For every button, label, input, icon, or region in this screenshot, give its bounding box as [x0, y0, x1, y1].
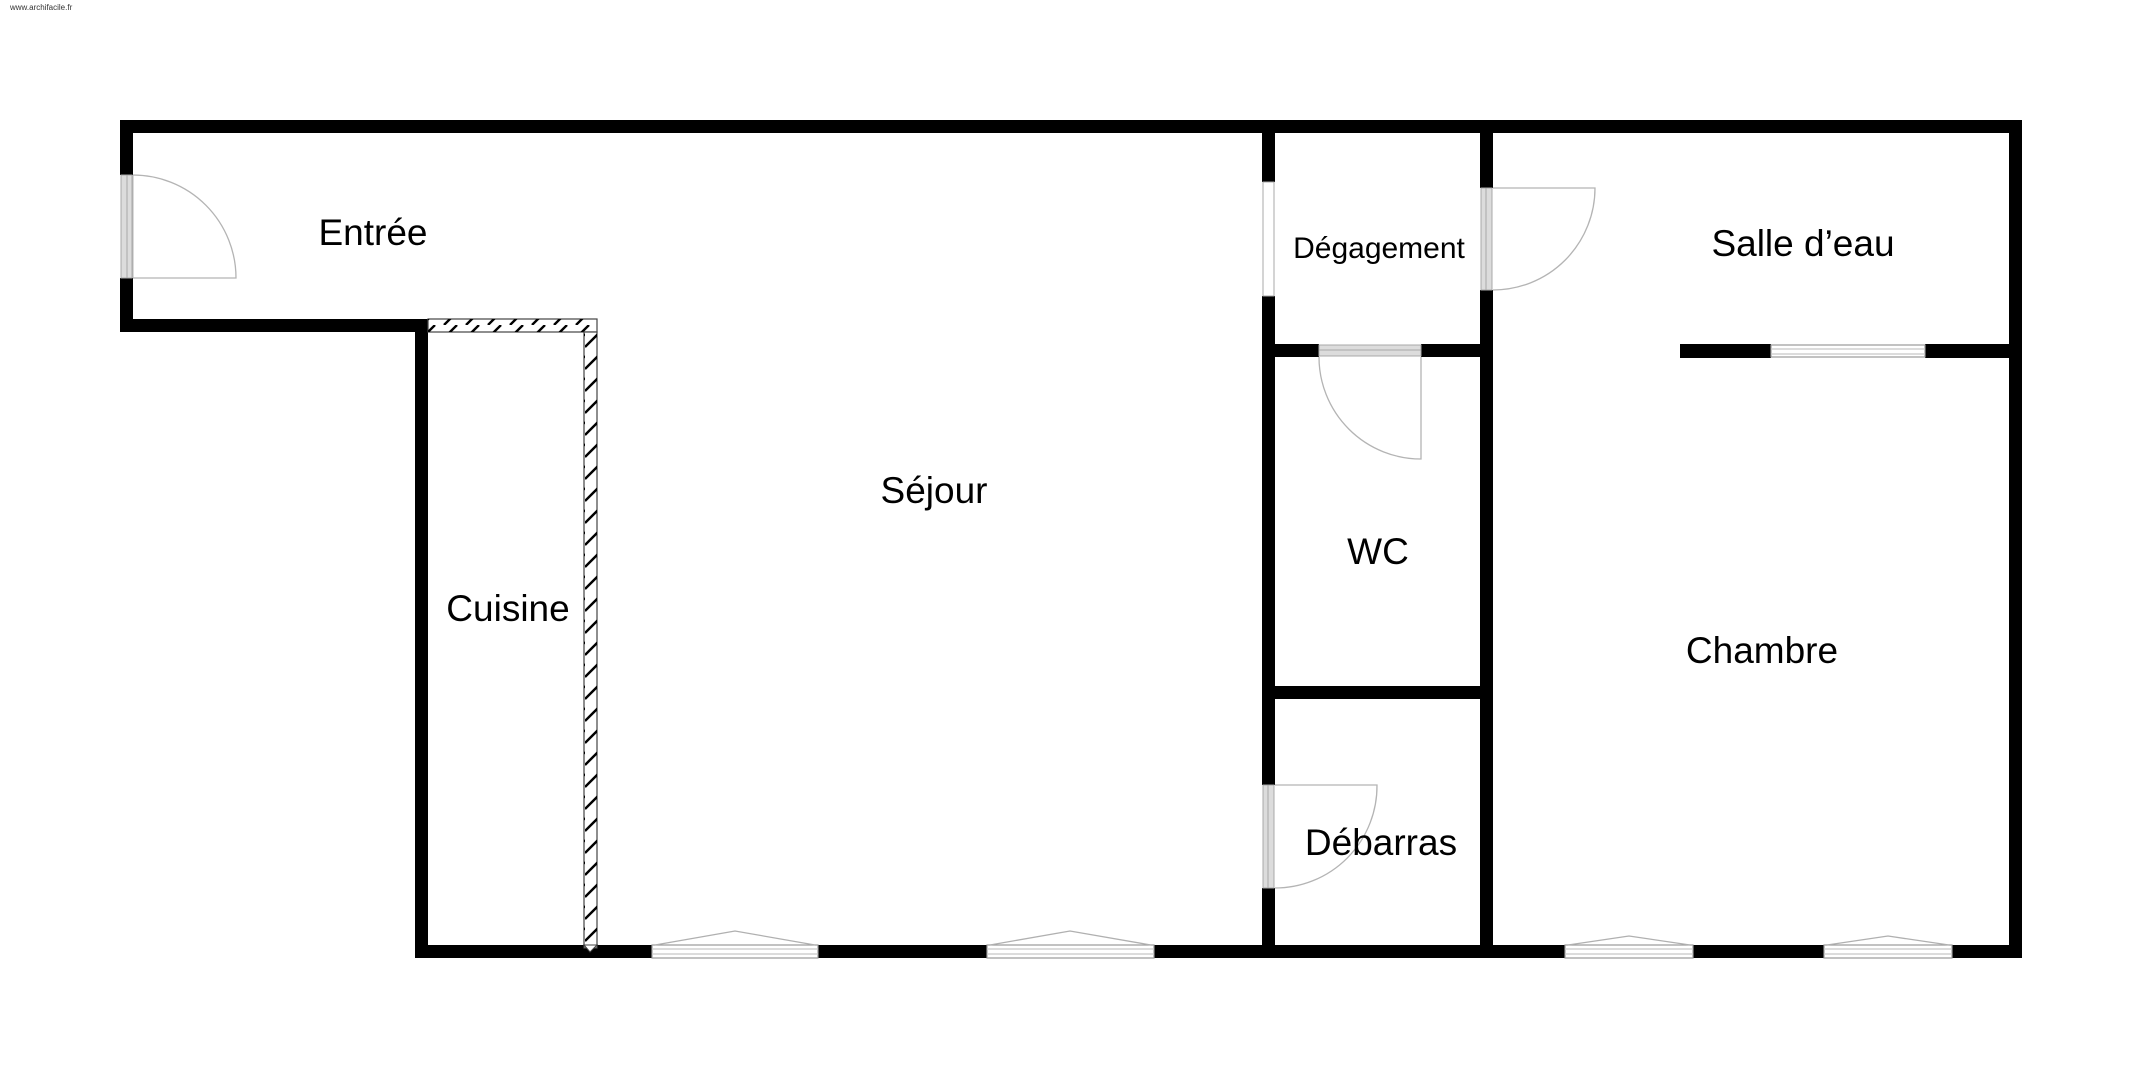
chambre-window-1[interactable]	[1564, 935, 1694, 959]
hatched-partition	[427, 318, 599, 953]
front-door-swing-arc	[132, 174, 237, 279]
window-opening-indicator	[1826, 935, 1950, 946]
wall-left-entree-lower	[120, 278, 133, 332]
room-label-chambre: Chambre	[1686, 630, 1838, 671]
sejour-window-2[interactable]	[986, 930, 1155, 959]
sejour-degagement-opening[interactable]	[1262, 181, 1275, 297]
wall-cuisine-left	[415, 319, 428, 958]
wall-interior-1-c	[1262, 888, 1275, 958]
room-label-cuisine: Cuisine	[446, 588, 569, 629]
wall-bottom-1	[415, 945, 652, 958]
wall-wc-debarras	[1262, 686, 1493, 699]
front-door[interactable]	[120, 174, 237, 279]
sejour-window-1[interactable]	[651, 930, 819, 959]
wc-door[interactable]	[1318, 344, 1422, 460]
wall-top	[120, 120, 2022, 133]
chambre-window-2[interactable]	[1823, 935, 1953, 959]
room-label-entree: Entrée	[318, 212, 427, 253]
room-label-salle-deau: Salle d’eau	[1711, 223, 1894, 264]
wall-interior-1-a	[1262, 120, 1275, 182]
salle-deau-door-swing-arc	[1492, 187, 1596, 291]
wall-salle-deau-chambre-left	[1680, 344, 1771, 358]
debarras-door[interactable]	[1262, 784, 1378, 889]
opening-frame	[1262, 181, 1275, 297]
salle-deau-chambre-window[interactable]	[1770, 344, 1926, 358]
window-opening-indicator	[654, 930, 816, 946]
wall-interior-1-b	[1262, 296, 1275, 785]
wall-entree-bottom	[120, 319, 428, 332]
wall-bottom-5	[1952, 945, 2022, 958]
wall-degagement-wc-right	[1421, 344, 1493, 357]
room-label-degagement: Dégagement	[1293, 232, 1465, 265]
wall-bottom-4	[1693, 945, 1824, 958]
room-label-sejour: Séjour	[881, 470, 988, 511]
wall-interior-2-a	[1480, 120, 1493, 188]
room-labels: Entrée Séjour Cuisine Dégagement WC Déba…	[318, 212, 1894, 863]
wc-door-swing-arc	[1318, 356, 1422, 460]
watermark-text: www.archifacile.fr	[10, 3, 73, 12]
hatched-wall-right-pattern	[584, 332, 597, 948]
hatched-wall-top-pattern	[428, 319, 597, 332]
walls	[120, 120, 2022, 958]
degagement-salle-deau-door[interactable]	[1480, 187, 1596, 291]
room-label-wc: WC	[1347, 531, 1409, 572]
wall-salle-deau-chambre-right	[1925, 344, 2022, 358]
window-opening-indicator	[989, 930, 1152, 946]
window-opening-indicator	[1567, 935, 1691, 946]
wall-degagement-wc-left	[1262, 344, 1319, 357]
wall-bottom-2	[818, 945, 987, 958]
wall-right	[2009, 120, 2022, 958]
debarras-door-swing-arc	[1274, 784, 1378, 889]
wall-left-entree-upper	[120, 120, 133, 175]
room-label-debarras: Débarras	[1305, 822, 1457, 863]
wall-bottom-3	[1154, 945, 1565, 958]
wall-interior-2-b	[1480, 290, 1493, 958]
